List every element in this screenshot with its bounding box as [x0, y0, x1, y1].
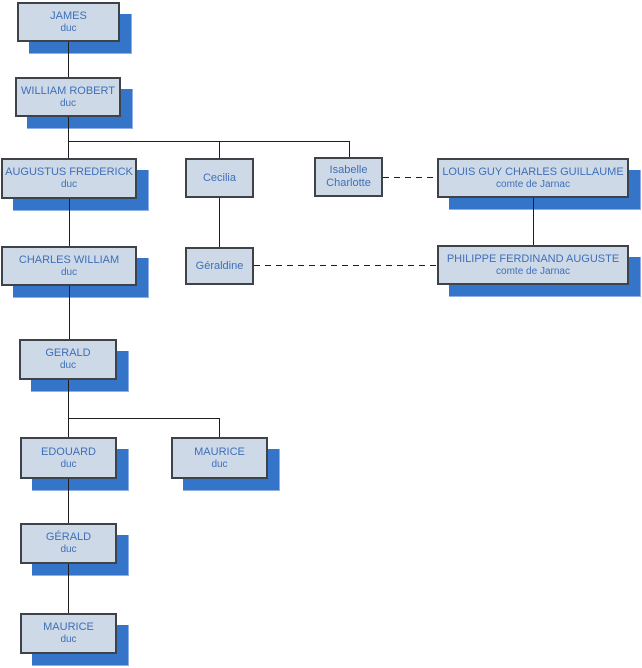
node-title: duc: [60, 544, 77, 555]
connector-james-to-william: [68, 42, 69, 77]
node-name: MAURICE: [43, 621, 94, 633]
node-name: MAURICE: [194, 445, 245, 458]
connector-edouard-to-gerald2: [68, 479, 69, 523]
connector-branch-to-maurice-elder: [219, 418, 220, 437]
connector-isabelle-louis-marriage: [383, 177, 437, 178]
node-name: JAMES: [50, 9, 87, 22]
node-name: AUGUSTUS FREDERICK: [5, 166, 133, 178]
connector-william-to-branch: [68, 117, 69, 158]
node-name: Géraldine: [195, 259, 244, 272]
connector-charles-to-gerald: [69, 286, 70, 339]
node-title: duc: [60, 22, 77, 34]
node-name: PHILIPPE FERDINAND AUGUSTE: [446, 252, 620, 265]
node-title: duc: [60, 634, 77, 645]
node-title: duc: [59, 360, 77, 371]
node-title: comte de Jarnac: [496, 265, 570, 277]
connector-gerald2-to-maurice: [68, 564, 69, 613]
node-title: duc: [59, 97, 77, 109]
connector-children-branch-top: [68, 141, 349, 142]
connector-geraldine-philippe-marriage: [254, 265, 437, 266]
node-title: duc: [60, 179, 78, 190]
node-geraldine[interactable]: Géraldine: [185, 247, 254, 285]
connector-branch-to-cecilia: [219, 141, 220, 158]
node-title: duc: [60, 266, 78, 278]
connector-cecilia-to-geraldine: [219, 198, 220, 247]
node-name: CHARLES WILLIAM: [18, 253, 120, 266]
node-name: Cecilia: [202, 171, 236, 184]
connector-branch-to-isabelle: [349, 141, 350, 157]
node-name: WILLIAM ROBERT: [21, 84, 115, 97]
node-title: duc: [211, 458, 228, 470]
node-cecilia[interactable]: Cecilia: [185, 158, 254, 198]
node-name: GERALD: [45, 347, 91, 359]
node-isabelle-charlotte[interactable]: Isabelle Charlotte: [314, 157, 383, 197]
connector-louis-to-philippe: [533, 198, 534, 245]
node-name: GÉRALD: [45, 531, 92, 543]
node-title: comte de Jarnac: [496, 178, 570, 190]
node-title: duc: [60, 458, 77, 470]
connector-gerald-to-branch: [68, 380, 69, 437]
node-name: Isabelle Charlotte: [326, 164, 371, 189]
connector-children-branch-bottom: [68, 418, 219, 419]
connector-augustus-to-charles: [69, 199, 70, 246]
node-name: LOUIS GUY CHARLES GUILLAUME: [442, 165, 624, 178]
node-name: EDOUARD: [40, 445, 96, 458]
